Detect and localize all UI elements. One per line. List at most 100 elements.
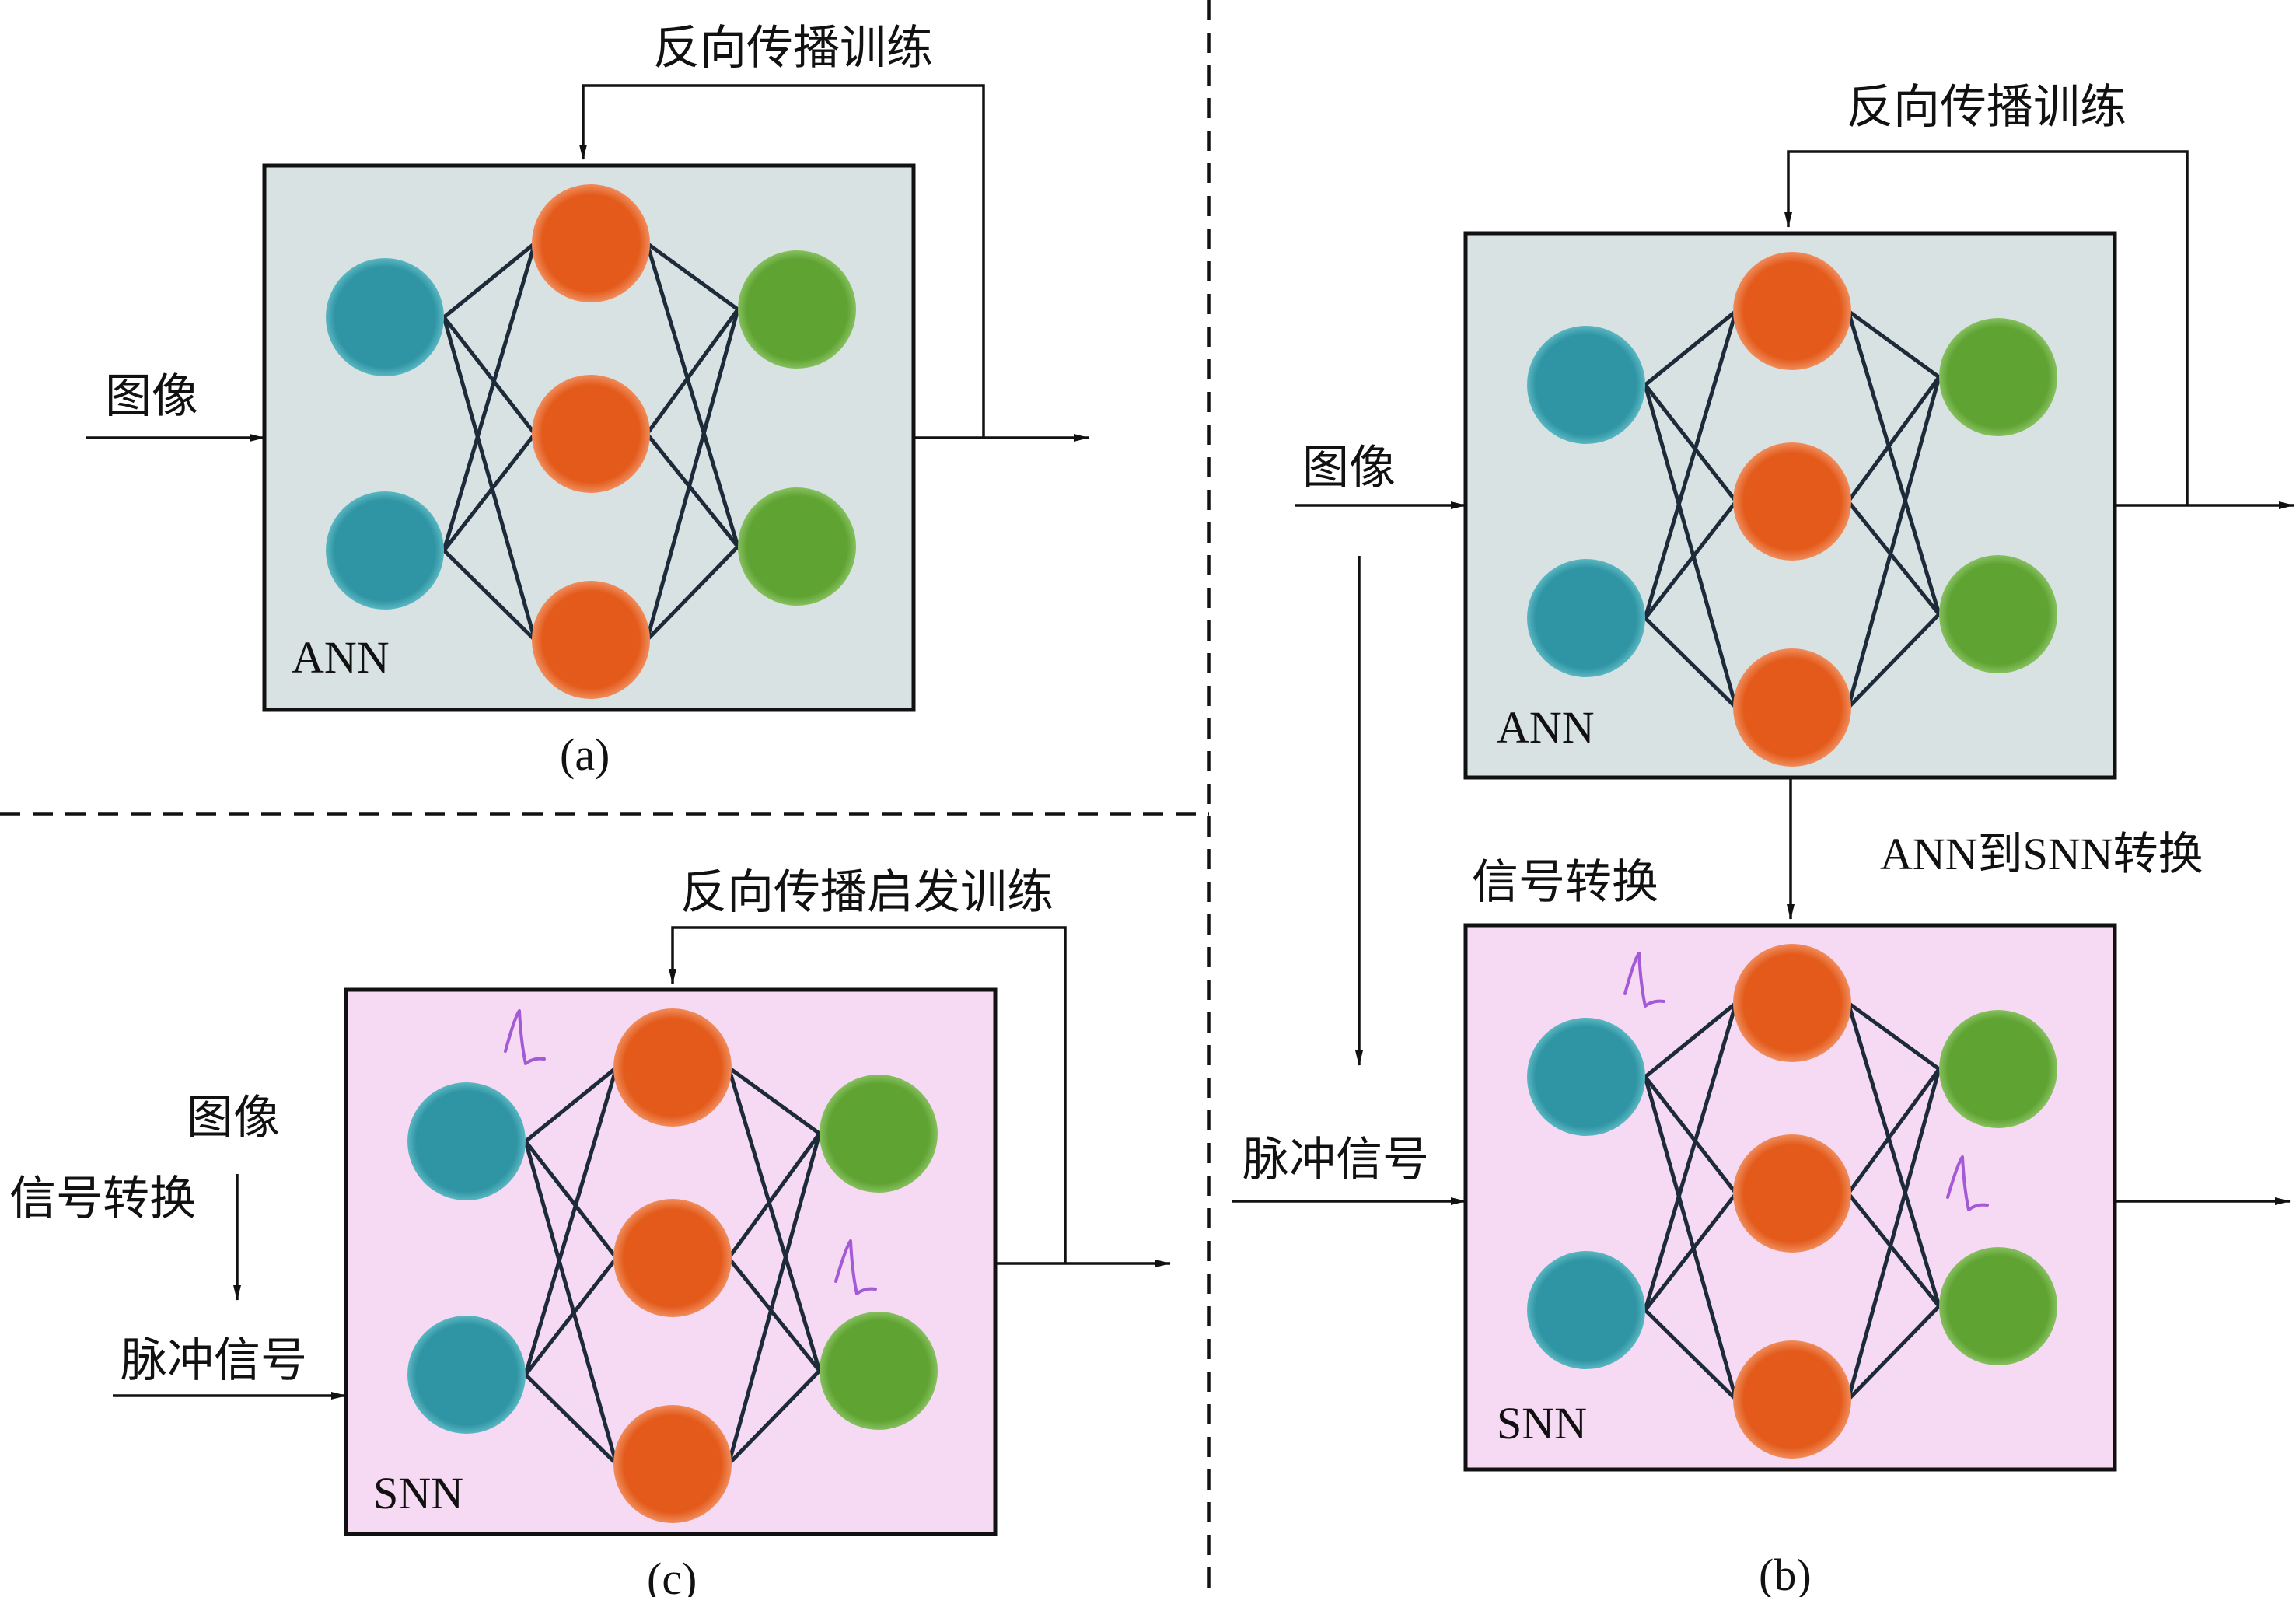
spike-mark-c2 bbox=[834, 1239, 877, 1295]
b-ann-edge-h1-out1 bbox=[1847, 500, 1941, 616]
c-edge-in1-h2 bbox=[524, 1373, 618, 1466]
spike-mark-b1 bbox=[1623, 952, 1665, 1008]
c-hidden-neuron-1 bbox=[613, 1008, 732, 1127]
a-edge-in1-h2 bbox=[442, 549, 536, 641]
c-edge-in0-h1 bbox=[524, 1140, 618, 1260]
b-snn-edge-in0-h1 bbox=[1644, 1075, 1738, 1195]
b-snn-edge-in1-h1 bbox=[1644, 1192, 1738, 1312]
c-hidden-neuron-3 bbox=[613, 1405, 732, 1523]
b-ann-edge-in0-h2 bbox=[1643, 384, 1739, 708]
c-edge-in1-h1 bbox=[524, 1256, 618, 1376]
c-edge-in0-h2 bbox=[523, 1141, 619, 1465]
snn-label-b: SNN bbox=[1497, 1398, 1587, 1448]
spike-signal-label-c: 脉冲信号 bbox=[121, 1333, 307, 1388]
spike-mark-c1 bbox=[504, 1009, 546, 1065]
b-snn-output-neuron-2 bbox=[1939, 1247, 2057, 1365]
b-snn-input-neuron-2 bbox=[1527, 1251, 1645, 1369]
panel-a: ANN 图像 反向传播训练 (a) bbox=[86, 21, 1089, 780]
signal-conversion-label-b: 信号转换 bbox=[1472, 855, 1658, 910]
c-hidden-neuron-2 bbox=[613, 1199, 732, 1317]
network-b-ann bbox=[1527, 252, 2057, 767]
c-edge-in1-h0 bbox=[523, 1067, 619, 1375]
a-edge-h2-out0 bbox=[645, 309, 740, 641]
panel-c: SNN 图像 信号转换 脉冲信号 反向传播启发训练 (c) bbox=[9, 865, 1171, 1597]
feedback-label-b: 反向传播训练 bbox=[1847, 80, 2127, 135]
a-edge-h0-out0 bbox=[645, 241, 739, 312]
a-edge-h0-out1 bbox=[645, 243, 740, 547]
ann-label-a: ANN bbox=[292, 632, 390, 683]
spike-mark-b2 bbox=[1946, 1155, 1989, 1211]
a-edge-h1-out0 bbox=[645, 308, 740, 435]
a-edge-in0-h1 bbox=[442, 316, 536, 435]
feedback-loop-b bbox=[1784, 150, 2189, 505]
c-edge-h0-out0 bbox=[727, 1065, 821, 1136]
b-ann-edge-h2-out1 bbox=[1847, 613, 1941, 709]
b-snn-hidden-neuron-3 bbox=[1733, 1340, 1851, 1459]
a-edge-h2-out1 bbox=[645, 545, 739, 641]
b-snn-input-neuron-1 bbox=[1527, 1018, 1645, 1136]
image-label-a: 图像 bbox=[105, 369, 198, 424]
b-snn-edge-h1-out0 bbox=[1847, 1068, 1941, 1195]
feedback-label-c: 反向传播启发训练 bbox=[680, 865, 1054, 920]
a-output-neuron-1 bbox=[738, 250, 856, 369]
b-snn-edge-h0-out0 bbox=[1847, 1001, 1941, 1071]
b-ann-hidden-neuron-1 bbox=[1733, 252, 1851, 370]
b-ann-output-neuron-1 bbox=[1939, 318, 2057, 436]
caption-c: (c) bbox=[647, 1553, 697, 1597]
ann-to-snn-label: ANN到SNN转换 bbox=[1880, 829, 2203, 879]
a-edge-in1-h0 bbox=[442, 243, 537, 551]
feedback-loop-a bbox=[579, 84, 985, 438]
c-edge-h0-out1 bbox=[726, 1067, 822, 1372]
b-ann-input-neuron-2 bbox=[1527, 559, 1645, 677]
c-edge-h1-out0 bbox=[727, 1132, 822, 1260]
feedback-label-a: 反向传播训练 bbox=[653, 21, 933, 75]
b-ann-edge-in1-h0 bbox=[1643, 310, 1739, 619]
caption-b: (b) bbox=[1759, 1550, 1812, 1597]
b-ann-edge-in1-h2 bbox=[1644, 617, 1738, 709]
a-hidden-neuron-1 bbox=[532, 184, 650, 302]
b-ann-edge-h0-out1 bbox=[1846, 310, 1941, 615]
c-input-neuron-1 bbox=[407, 1082, 526, 1200]
b-snn-hidden-neuron-1 bbox=[1733, 944, 1851, 1062]
panel-b: ANN 图像 反向传播训练 ANN到SNN转换 信号转换 脉冲信号 SNN (b… bbox=[1232, 80, 2294, 1597]
c-edge-in0-h0 bbox=[524, 1066, 618, 1143]
b-ann-hidden-neuron-2 bbox=[1733, 442, 1851, 561]
spike-signal-label-b: 脉冲信号 bbox=[1242, 1133, 1429, 1187]
b-snn-edge-in1-h0 bbox=[1643, 1002, 1739, 1311]
a-edge-in0-h0 bbox=[442, 242, 536, 319]
image-label-c: 图像 bbox=[187, 1091, 280, 1145]
b-ann-input-neuron-1 bbox=[1527, 326, 1645, 444]
a-edge-in0-h2 bbox=[442, 316, 537, 641]
signal-conversion-label-c: 信号转换 bbox=[9, 1172, 196, 1226]
b-ann-edge-h1-out0 bbox=[1847, 376, 1941, 503]
a-output-neuron-2 bbox=[738, 487, 856, 606]
b-ann-edge-in1-h1 bbox=[1644, 500, 1738, 620]
b-ann-hidden-neuron-3 bbox=[1733, 648, 1851, 767]
network-b-snn bbox=[1527, 944, 2057, 1459]
c-output-neuron-2 bbox=[820, 1312, 938, 1430]
a-edge-h1-out1 bbox=[645, 432, 739, 548]
a-edge-in1-h1 bbox=[442, 432, 536, 552]
c-output-neuron-1 bbox=[820, 1075, 938, 1193]
b-snn-edge-h1-out1 bbox=[1847, 1192, 1941, 1308]
c-edge-h2-out1 bbox=[727, 1369, 821, 1466]
b-snn-output-neuron-1 bbox=[1939, 1010, 2057, 1128]
c-input-neuron-2 bbox=[407, 1316, 526, 1434]
a-hidden-neuron-3 bbox=[532, 581, 650, 699]
caption-a: (a) bbox=[560, 729, 610, 780]
network-a bbox=[326, 184, 856, 699]
b-snn-hidden-neuron-2 bbox=[1733, 1134, 1851, 1253]
b-ann-edge-in0-h0 bbox=[1644, 309, 1738, 386]
a-input-neuron-1 bbox=[326, 258, 444, 376]
b-snn-edge-h2-out1 bbox=[1847, 1305, 1941, 1401]
b-ann-edge-h0-out0 bbox=[1847, 309, 1941, 379]
b-ann-edge-h2-out0 bbox=[1846, 376, 1941, 708]
b-snn-edge-in0-h2 bbox=[1643, 1076, 1739, 1400]
c-edge-h1-out1 bbox=[727, 1256, 821, 1372]
b-snn-edge-h2-out0 bbox=[1846, 1068, 1941, 1400]
a-hidden-neuron-2 bbox=[532, 375, 650, 493]
network-c bbox=[407, 1008, 938, 1523]
b-snn-edge-in0-h0 bbox=[1644, 1001, 1738, 1078]
image-label-b: 图像 bbox=[1302, 441, 1396, 495]
